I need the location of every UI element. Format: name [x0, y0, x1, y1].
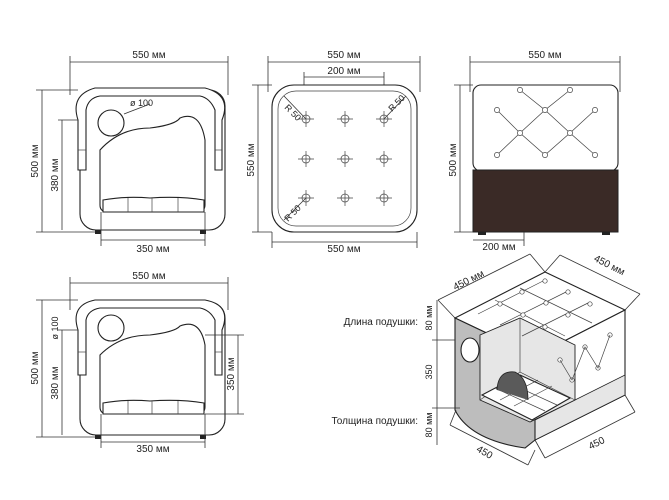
side-view: 550 мм 500 мм 200 мм [448, 50, 621, 253]
top-bottom-width-label: 550 мм [327, 244, 360, 255]
front2-right-height-label: 350 мм [226, 357, 237, 390]
top-width-label: 550 мм [327, 50, 360, 61]
iso-top-right-label: 450 мм [592, 253, 627, 278]
isometric-view: 450 мм 450 мм Длина подушки: Толщина под… [331, 253, 641, 466]
front-height-label: 500 мм [30, 144, 41, 177]
front2-height-label: 500 мм [30, 351, 41, 384]
side-width-label: 550 мм [528, 50, 561, 61]
side-tufting [494, 87, 598, 158]
front2-inner-height-label: 380 мм [50, 366, 61, 399]
iso-dim-350: 350 [424, 364, 434, 379]
top-inner-width-label: 200 мм [327, 66, 360, 77]
front-inner-width-label: 350 мм [136, 244, 169, 255]
iso-dim-80-top: 80 мм [424, 306, 434, 331]
front2-width-label: 550 мм [132, 271, 165, 282]
side-base-width-label: 200 мм [482, 242, 515, 253]
side-height-label: 500 мм [448, 143, 459, 176]
front-hole [97, 109, 125, 137]
iso-top-left-label: 450 мм [452, 268, 487, 293]
front2-diameter-label: ø 100 [50, 316, 60, 339]
front-view-2: 550 мм 500 мм 380 мм ø 100 350 мм 350 мм [30, 271, 244, 455]
front-diameter-label: ø 100 [130, 98, 153, 108]
front-width-label: 550 мм [132, 50, 165, 61]
iso-top-tufting [477, 278, 593, 337]
side-base [472, 169, 619, 233]
cushion-thickness-label: Толщина подушки: [331, 416, 418, 427]
iso-bottom-right-label: 450 [587, 435, 607, 453]
iso-dim-80-bottom: 80 мм [424, 413, 434, 438]
top-view: 550 мм 200 мм R 50 R 50 R 50 550 мм [246, 50, 421, 255]
top-height-label: 550 мм [246, 143, 257, 176]
front-inner-height-label: 380 мм [50, 158, 61, 191]
top-tufting [298, 111, 392, 206]
cushion-length-label: Длина подушки: [344, 317, 418, 328]
front-view: 550 мм ø 100 500 мм 380 мм 350 мм [30, 50, 229, 255]
front2-inner-width-label: 350 мм [136, 444, 169, 455]
